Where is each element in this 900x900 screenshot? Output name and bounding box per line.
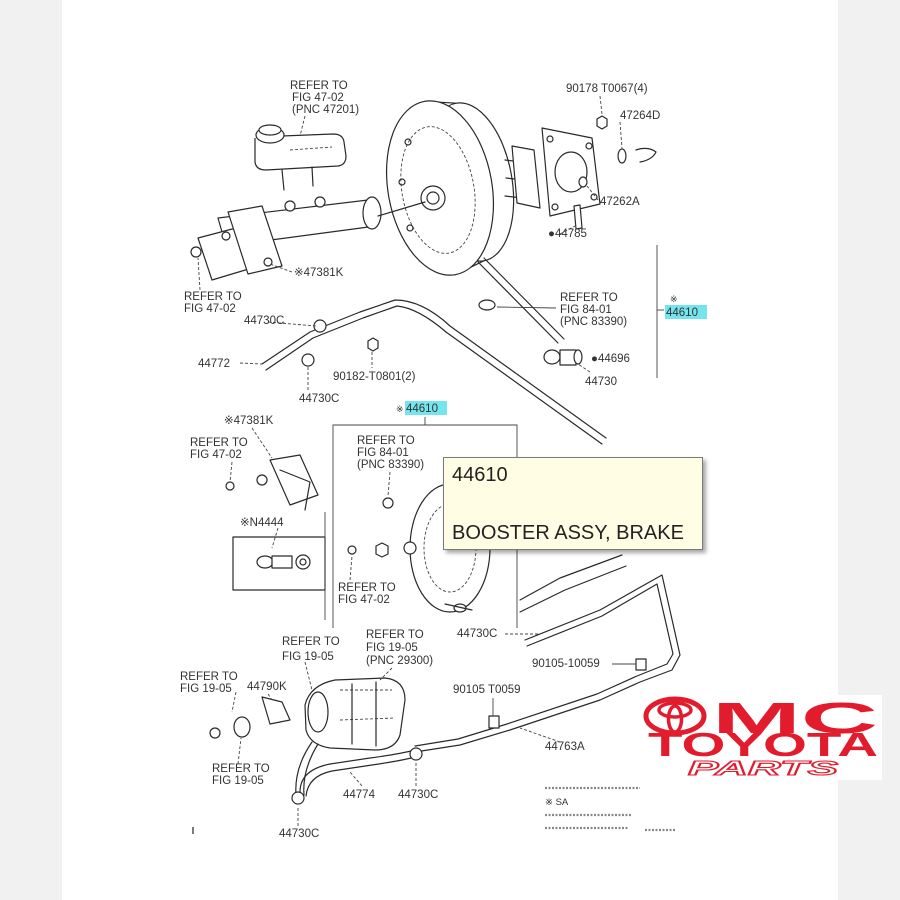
refer-note-inset-upper: REFER TO FIG 84-01 (PNC 83390): [357, 435, 424, 471]
brake-lines-lower-drawing: [414, 554, 681, 753]
refer-note-pump-right: REFER TO FIG 19-05 (PNC 29300): [366, 629, 433, 667]
part-callout[interactable]: 90178 T0067(4): [566, 83, 648, 95]
footnote-line: ※ SA: [545, 797, 569, 808]
refer-note-line: REFER TO: [366, 629, 424, 641]
refer-note-line: FIG 47-02: [338, 594, 390, 606]
part-callout[interactable]: 44772: [198, 358, 230, 370]
part-callout[interactable]: ※47381K: [224, 415, 274, 427]
callout-highlight: [665, 305, 707, 319]
callout-mark: ※: [396, 405, 404, 415]
toyota-emblem-icon: [643, 696, 707, 736]
refer-note-line: FIG 84-01: [357, 447, 409, 459]
refer-note-line: (PNC 83390): [357, 459, 424, 471]
refer-note-line: FIG 19-05: [282, 651, 334, 663]
part-callout[interactable]: 90182-T0801(2): [333, 371, 416, 383]
refer-note-line: FIG 47-02: [184, 303, 236, 315]
refer-note-line: REFER TO: [212, 763, 270, 775]
part-callout[interactable]: 47262A: [600, 196, 640, 208]
refer-note-line: FIG 47-02: [292, 92, 344, 104]
mounting-plate-drawing: [511, 95, 657, 235]
refer-note-master-cylinder: REFER TO FIG 47-02 (PNC 47201): [290, 80, 359, 116]
refer-note-line: REFER TO: [290, 80, 348, 92]
refer-note-pump-left: REFER TO FIG 19-05: [282, 636, 340, 663]
refer-note-left-middle: REFER TO FIG 47-02: [190, 437, 248, 461]
part-callout[interactable]: ●44696: [591, 353, 630, 365]
refer-note-line: REFER TO: [357, 435, 415, 447]
part-callout[interactable]: 44730C: [279, 828, 319, 840]
part-callout[interactable]: 90105-10059: [532, 658, 600, 670]
refer-note-line: FIG 84-01: [560, 304, 612, 316]
part-callout[interactable]: 90105 T0059: [453, 684, 521, 696]
refer-note-line: FIG 19-05: [366, 642, 418, 654]
refer-note-line: REFER TO: [190, 437, 248, 449]
logo-text-parts: PARTS: [688, 758, 840, 780]
refer-note-line: REFER TO: [184, 291, 242, 303]
hose-fitting-detail-box: [232, 512, 326, 620]
vacuum-hose-drawing: [291, 741, 423, 826]
refer-note-line: (PNC 83390): [560, 316, 627, 328]
brake-booster-drawing: [377, 100, 525, 276]
part-callout[interactable]: 44730C: [244, 315, 284, 327]
highlighted-callout-inset[interactable]: ※ 44610: [396, 401, 447, 415]
part-callouts: 90178 T0067(4) 47264D 47262A ●44785 ※473…: [198, 83, 660, 840]
refer-note-line: REFER TO: [282, 636, 340, 648]
highlighted-part-number[interactable]: 44610: [666, 307, 698, 319]
refer-note-inset-lower: REFER TO FIG 47-02: [338, 582, 396, 606]
part-callout[interactable]: 44730C: [299, 393, 339, 405]
highlighted-callout-right[interactable]: ※ 44610: [665, 295, 707, 319]
brake-lines-upper-drawing: [239, 245, 664, 445]
refer-note-line: REFER TO: [560, 292, 618, 304]
refer-note-line: REFER TO: [180, 671, 238, 683]
part-tooltip: 44610 BOOSTER ASSY, BRAKE: [443, 457, 703, 550]
refer-note-line: REFER TO: [338, 582, 396, 594]
refer-note-bottom-left: REFER TO FIG 19-05: [212, 763, 270, 787]
part-callout[interactable]: 44774: [343, 789, 376, 801]
vacuum-pump-drawing: [304, 661, 406, 751]
refer-note-lower-left: REFER TO FIG 19-05: [180, 671, 238, 695]
part-callout[interactable]: ※47381K: [294, 267, 344, 279]
footnotes: ※ SA: [192, 786, 676, 834]
part-callout[interactable]: ※N4444: [240, 517, 284, 529]
logo-text-toyota: TOYOTA: [648, 726, 878, 763]
refer-note-check-valve: REFER TO FIG 84-01 (PNC 83390): [560, 292, 627, 328]
refer-note-line: FIG 19-05: [212, 775, 264, 787]
callout-mark: ※: [670, 295, 678, 305]
callout-highlight: [405, 401, 447, 415]
bracket-parts-drawing: [225, 427, 319, 511]
logo-text-mc: MC: [712, 694, 878, 743]
refer-note-left-upper: REFER TO FIG 47-02: [184, 291, 242, 315]
tooltip-part-number: 44610: [452, 464, 508, 486]
part-callout[interactable]: 44730: [585, 376, 617, 388]
refer-note-line: (PNC 29300): [366, 655, 433, 667]
part-callout[interactable]: ●44785: [548, 228, 587, 240]
part-callout[interactable]: 44763A: [545, 741, 585, 753]
part-callout[interactable]: 44730C: [457, 628, 497, 640]
master-cylinder-drawing: [190, 115, 382, 291]
refer-note-line: FIG 19-05: [180, 683, 232, 695]
tooltip-part-name: BOOSTER ASSY, BRAKE: [452, 522, 684, 544]
part-callout[interactable]: 44790K: [247, 681, 287, 693]
small-parts-lower-left: [209, 691, 291, 765]
refer-note-line: (PNC 47201): [292, 104, 359, 116]
refer-note-line: FIG 47-02: [190, 449, 242, 461]
omc-toyota-parts-logo: MC TOYOTA PARTS: [640, 694, 882, 781]
part-callout[interactable]: 47264D: [620, 110, 660, 122]
highlighted-part-number[interactable]: 44610: [406, 403, 438, 415]
part-callout[interactable]: 44730C: [398, 789, 438, 801]
